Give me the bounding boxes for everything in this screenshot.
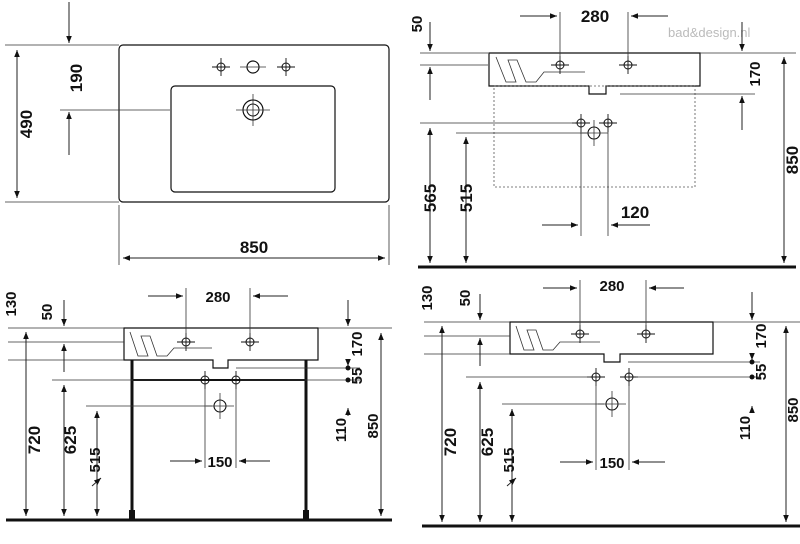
cabinet-outline [493, 85, 696, 188]
dim-stand-625: 625 [61, 426, 80, 454]
dim-wall-150: 150 [599, 455, 624, 472]
dim-wall-55: 55 [753, 364, 770, 381]
dim-side-565: 565 [421, 184, 440, 212]
dim-side-120: 120 [621, 203, 649, 222]
dim-stand-130: 130 [3, 291, 20, 316]
dim-side-850: 850 [783, 146, 800, 174]
dim-width: 850 [240, 238, 268, 257]
dim-stand-50: 50 [39, 304, 56, 321]
dim-stand-850: 850 [365, 413, 382, 438]
dim-wall-720: 720 [441, 428, 460, 456]
dim-wall-515: 515 [501, 447, 518, 472]
dim-stand-tap-spacing: 280 [205, 289, 230, 306]
watermark: bad&design.nl [668, 25, 751, 40]
basin-bowl [170, 85, 336, 193]
dim-stand-170: 170 [349, 331, 366, 356]
dim-stand-110: 110 [333, 418, 350, 442]
basin-wall-profile [509, 321, 714, 363]
dim-stand-720: 720 [25, 426, 44, 454]
basin-front-profile [123, 327, 319, 369]
dim-side-170: 170 [747, 61, 764, 86]
dim-depth: 490 [17, 110, 36, 138]
front-view-stand: 280 130 50 720 625 515 150 [3, 288, 392, 522]
dim-stand-515: 515 [87, 447, 104, 472]
dim-wall-130: 130 [419, 285, 436, 310]
dim-stand-150: 150 [207, 454, 232, 471]
dim-tap-offset: 190 [67, 64, 86, 92]
dim-wall-50: 50 [457, 290, 474, 307]
dim-wall-tap-spacing: 280 [599, 278, 624, 295]
front-view-wall: 280 130 50 720 625 515 150 [419, 278, 800, 528]
top-view: 490 190 850 [5, 2, 390, 265]
supply-mark-right [598, 113, 618, 133]
dim-wall-850: 850 [785, 397, 800, 422]
dim-side-515: 515 [457, 184, 476, 212]
dim-wall-625: 625 [478, 428, 497, 456]
side-view: 280 50 565 515 120 170 850 [409, 7, 800, 269]
dim-side-tap-spacing: 280 [581, 7, 609, 26]
dim-side-top: 50 [409, 16, 426, 33]
dim-wall-110: 110 [737, 416, 754, 440]
dim-wall-170: 170 [753, 323, 770, 348]
basin-side-profile [488, 52, 701, 95]
dim-stand-55: 55 [349, 368, 366, 385]
